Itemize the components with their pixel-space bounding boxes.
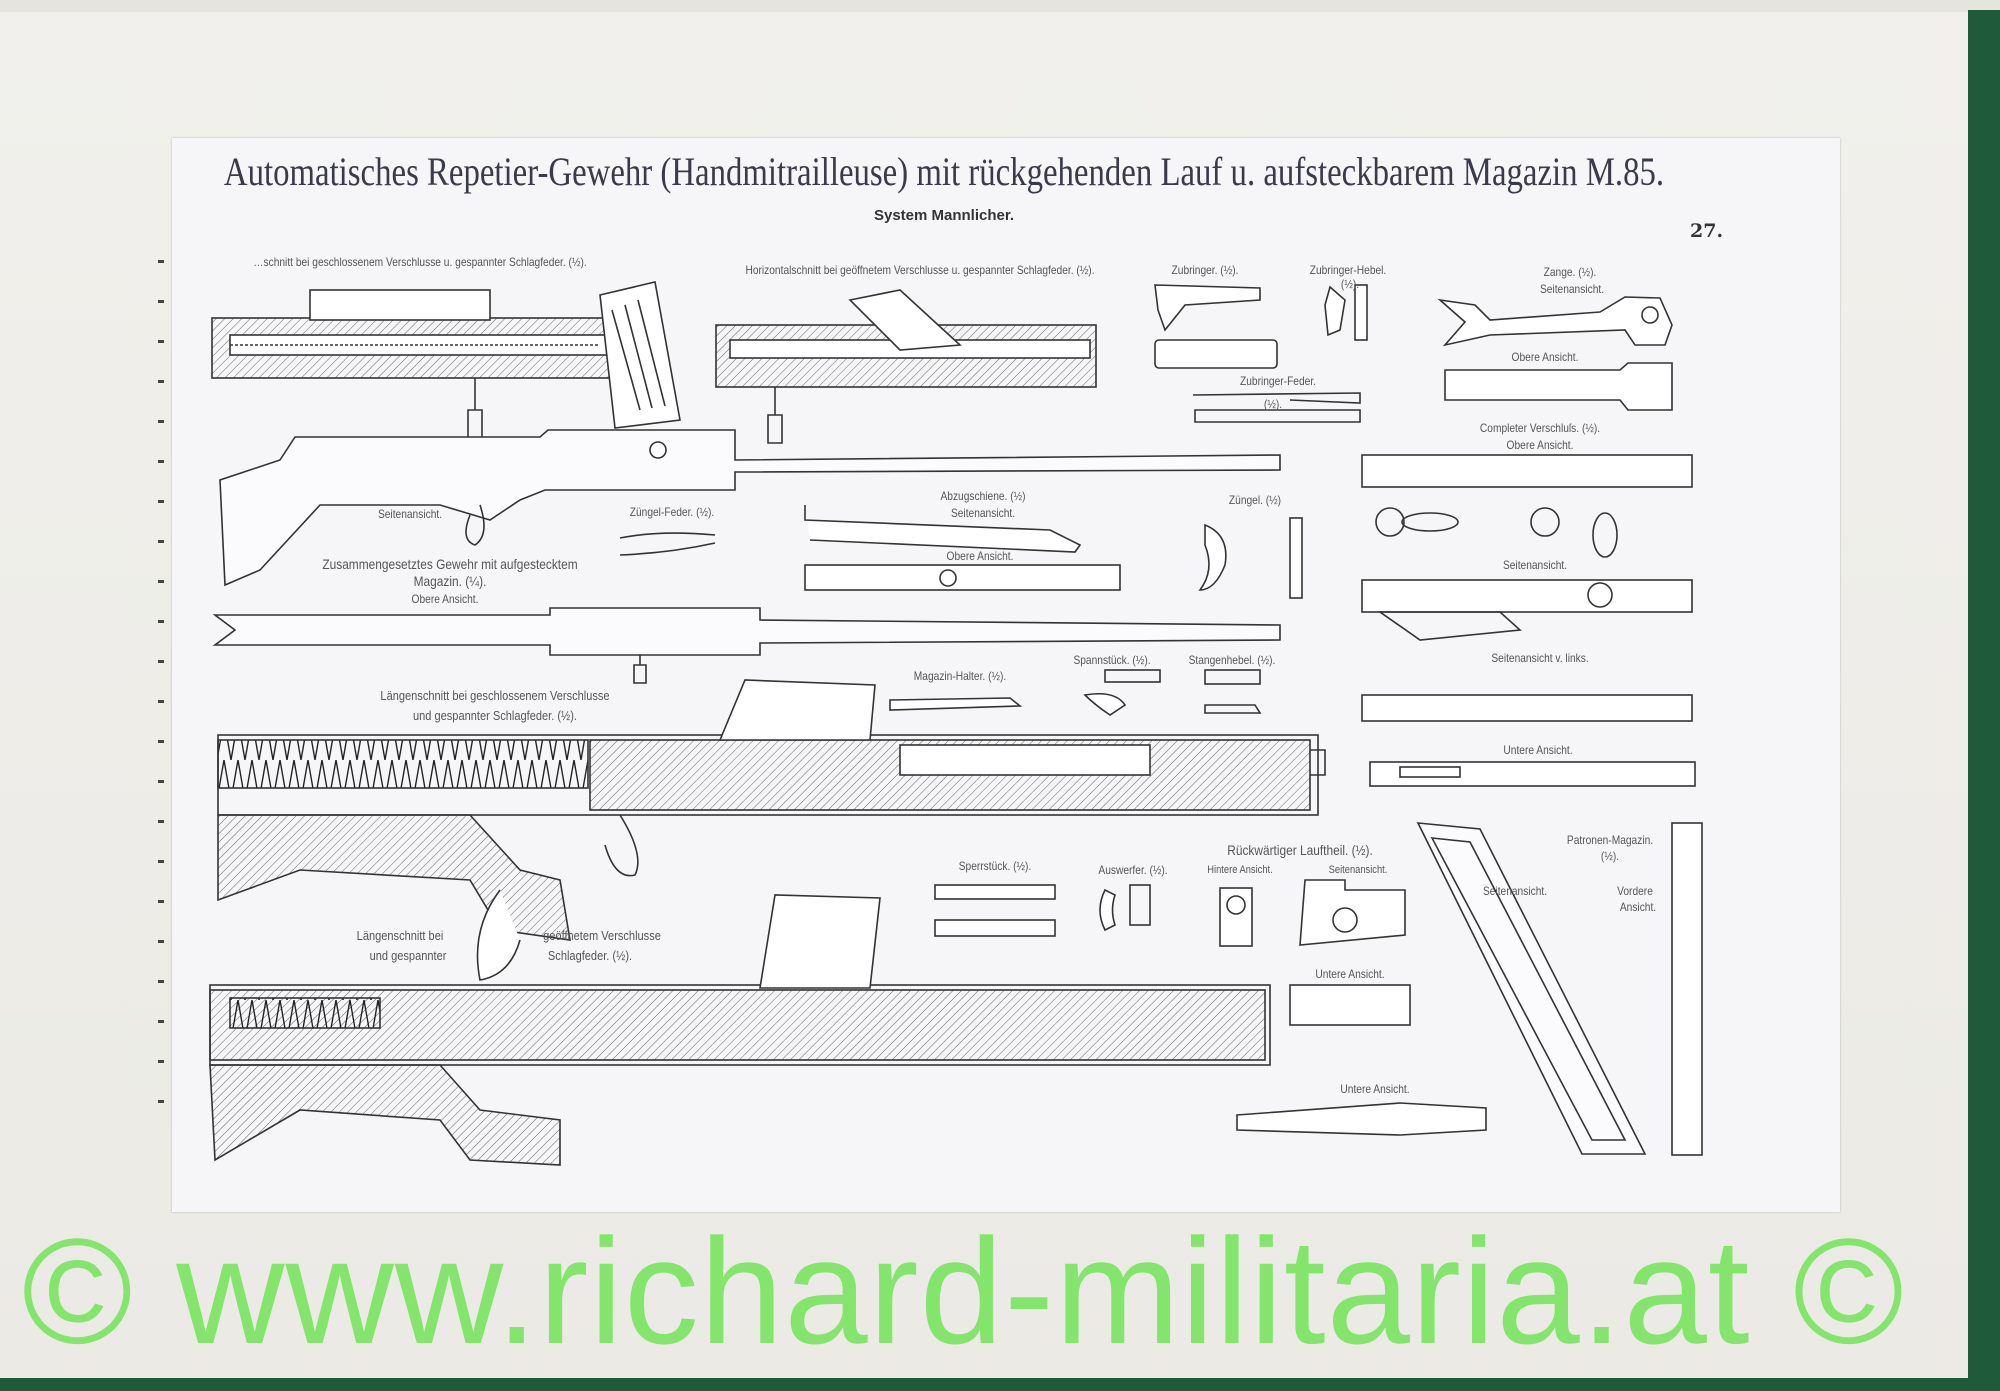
label-verschluss: Completer Verschluſs. (½).	[1479, 421, 1601, 435]
zuengel-feder-drawing	[619, 532, 716, 556]
label-zubringer: Zubringer. (½).	[1171, 263, 1239, 277]
label-magazin-front-1: Vordere	[1617, 884, 1653, 898]
zubringer-drawing	[1154, 284, 1278, 369]
magazin-halter-drawing	[889, 697, 1023, 711]
label-assembled-2: Magazin. (¼).	[413, 573, 487, 589]
patronen-magazin-drawings	[1236, 822, 1703, 1156]
label-zuengel: Züngel. (½)	[1228, 493, 1282, 507]
lauftheil-drawings	[1219, 879, 1411, 1026]
rifle-side-view-drawing	[219, 429, 1281, 587]
label-auswerfer: Auswerfer. (½).	[1098, 863, 1168, 877]
label-lauftheil-bottom: Untere Ansicht.	[1315, 967, 1385, 981]
label-h-section-open: Horizontalschnitt bei geöffnetem Verschl…	[745, 263, 1095, 277]
label-patronen-magazin: Patronen-Magazin.	[1566, 833, 1654, 847]
label-long-open-1: Längenschnitt bei	[356, 928, 444, 943]
label-abzugschiene: Abzugschiene. (½)	[940, 489, 1026, 503]
horizontal-section-closed-drawing	[211, 289, 613, 441]
page-number: 27.	[1690, 220, 1724, 242]
zuengel-drawing	[1198, 517, 1303, 599]
label-verschluss-top: Obere Ansicht.	[1506, 438, 1574, 452]
sperrstueck-drawing	[934, 884, 1056, 937]
label-magazin-front-2: Ansicht.	[1619, 900, 1657, 914]
label-zubringer-feder-scale: (½).	[1263, 397, 1283, 411]
label-verschluss-side: Seitenansicht.	[1502, 558, 1568, 572]
label-spannstueck: Spannstück. (½).	[1073, 653, 1151, 667]
label-long-closed-1: Längenschnitt bei geschlossenem Verschlu…	[380, 688, 610, 703]
label-long-open-4: Schlagfeder. (½).	[547, 948, 633, 963]
label-side-left: Seitenansicht v. links.	[1491, 651, 1589, 665]
label-verschluss-bottom: Untere Ansicht.	[1503, 743, 1573, 757]
label-zubringer-hebel-scale: (½).	[1340, 277, 1360, 291]
label-lauftheil-side: Seitenansicht.	[1328, 864, 1388, 876]
zubringer-hebel-drawing	[1324, 284, 1368, 341]
label-abzugschiene-side: Seitenansicht.	[950, 506, 1016, 520]
sheet-title: Automatisches Repetier-Gewehr (Handmitra…	[223, 149, 1665, 194]
stangenhebel-drawing	[1204, 669, 1262, 714]
label-long-closed-2: und gespannter Schlagfeder. (½).	[412, 708, 578, 723]
spannstueck-drawing	[1083, 669, 1161, 716]
label-magazin-bottom: Untere Ansicht.	[1340, 1082, 1410, 1096]
label-patronen-magazin-scale: (½).	[1600, 849, 1620, 863]
sheet-subtitle: System Mannlicher.	[873, 207, 1015, 224]
label-assembled-3: Obere Ansicht.	[411, 592, 479, 606]
horizontal-section-open-drawing	[715, 289, 1097, 444]
label-long-open-3: geöffnetem Verschlusse	[543, 928, 661, 943]
longitudinal-section-closed-drawing	[217, 679, 1326, 941]
label-lauftheil: Rückwärtiger Lauftheil. (½).	[1227, 842, 1373, 858]
label-lauftheil-rear: Hintere Ansicht.	[1207, 864, 1273, 876]
watermark: © www.richard-militaria.at ©	[22, 1207, 1905, 1375]
label-zange-top: Obere Ansicht.	[1511, 350, 1579, 364]
label-zange-side: Seitenansicht.	[1539, 282, 1605, 296]
magazine-inserted-drawing	[599, 281, 681, 429]
label-rifle-side: Seitenansicht.	[377, 507, 443, 521]
label-zubringer-hebel: Zubringer-Hebel.	[1309, 263, 1387, 277]
label-long-open-2: und gespannter	[369, 948, 447, 963]
label-abzugschiene-top: Obere Ansicht.	[946, 549, 1014, 563]
label-h-section-closed: …schnitt bei geschlossenem Verschlusse u…	[253, 255, 587, 269]
label-stangenhebel: Stangenhebel. (½).	[1188, 653, 1276, 667]
label-zuengel-feder: Züngel-Feder. (½).	[629, 505, 715, 519]
verschluss-drawings	[1361, 454, 1696, 787]
label-zubringer-feder: Zubringer-Feder.	[1240, 374, 1316, 388]
zange-drawing	[1437, 296, 1673, 411]
rifle-top-view-drawing	[212, 607, 1281, 684]
zubringer-feder-drawing	[1192, 392, 1361, 423]
longitudinal-section-open-drawing	[209, 889, 1271, 1166]
label-magazin-halter: Magazin-Halter. (½).	[913, 669, 1007, 683]
book-cover-edge	[1968, 10, 2000, 1391]
label-sperrstueck: Sperrstück. (½).	[958, 859, 1032, 873]
label-zange: Zange. (½).	[1543, 265, 1597, 279]
label-assembled-1: Zusammengesetztes Gewehr mit aufgesteckt…	[322, 556, 578, 572]
book-cover-bottom-edge	[0, 1378, 2000, 1391]
abzugschiene-drawing	[804, 505, 1121, 591]
label-magazin-side: Seitenansicht.	[1482, 884, 1548, 898]
auswerfer-drawing	[1099, 884, 1151, 932]
